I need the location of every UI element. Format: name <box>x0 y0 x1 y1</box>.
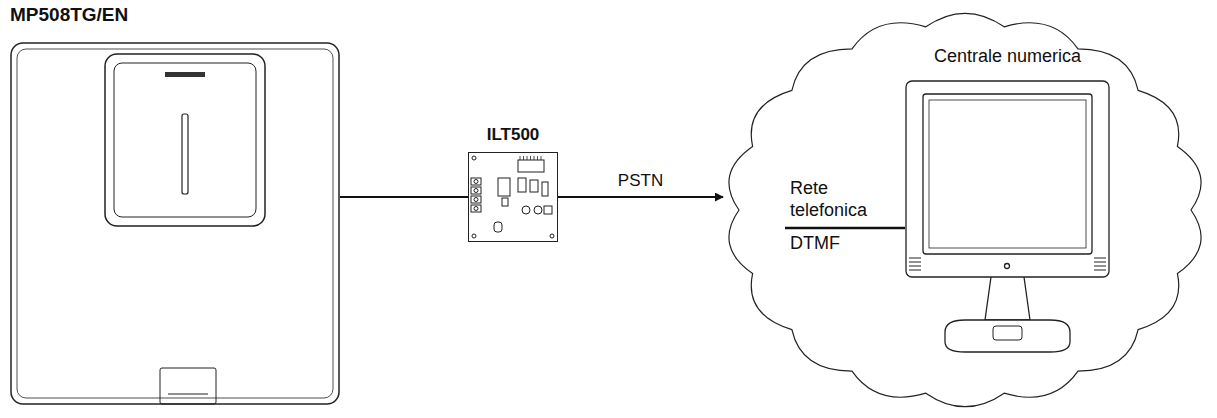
terminal-screw <box>474 198 478 202</box>
speaker-grille <box>1094 266 1106 267</box>
illustration <box>10 42 340 405</box>
tab-line <box>168 394 208 395</box>
network-label: Rete telefonica <box>790 178 902 221</box>
terminal-pin <box>471 187 481 194</box>
board-label: ILT500 <box>448 125 578 145</box>
circuit-board <box>469 153 558 242</box>
line-wire <box>785 227 905 230</box>
power-button <box>1005 264 1010 269</box>
mount-hole <box>472 234 476 238</box>
base-plate <box>993 326 1022 340</box>
terminal-pin <box>471 196 481 203</box>
connector-line <box>340 196 468 198</box>
reader-panel <box>105 54 265 226</box>
component <box>498 178 510 196</box>
chip-leg <box>527 156 528 160</box>
line-label: PSTN <box>615 171 666 191</box>
device-panel: MP508TG/EN <box>10 42 340 405</box>
monitor-screen <box>923 94 1092 254</box>
capacitor <box>522 206 530 214</box>
component <box>502 198 508 206</box>
chip-leg <box>541 156 542 160</box>
mount-hole <box>472 156 476 160</box>
chip-leg <box>530 156 531 160</box>
terminal-screw <box>474 207 478 211</box>
exchange-label: Centrale numerica <box>885 46 1130 68</box>
text-holder: ILT500 <box>448 125 578 145</box>
component <box>542 182 548 196</box>
speaker-grille <box>909 258 921 259</box>
chip-leg <box>534 156 535 160</box>
terminal-screw <box>474 189 478 193</box>
component <box>518 178 526 192</box>
speaker-grille <box>1094 258 1106 259</box>
brand-mark <box>165 72 205 77</box>
bottom-tab <box>160 368 216 404</box>
capacitor <box>534 206 542 214</box>
connector-line <box>558 196 723 198</box>
reader-inner <box>114 63 256 217</box>
device-label: MP508TG/EN <box>10 4 210 27</box>
text-holder: Centrale numerica <box>885 46 1130 68</box>
chip-leg <box>520 156 521 160</box>
text-holder: Rete telefonica <box>790 178 902 221</box>
text-holder: MP508TG/EN <box>10 4 210 27</box>
ic-chip <box>518 160 544 172</box>
monitor-bezel <box>906 81 1109 277</box>
chip-leg <box>537 156 538 160</box>
chip-leg <box>523 156 524 160</box>
exchange-monitor: Centrale numerica <box>905 80 1110 400</box>
screen-inner <box>929 100 1086 248</box>
component <box>530 180 538 192</box>
device-bezel <box>17 49 333 398</box>
component <box>544 206 552 214</box>
network-cloud <box>729 13 1201 406</box>
interface-board: ILT500 <box>468 152 558 242</box>
speaker-grille <box>909 262 921 263</box>
network-cloud: Rete telefonicaDTMFCentrale numerica <box>720 8 1210 412</box>
mount-hole <box>550 234 554 238</box>
speaker-grille <box>1094 262 1106 263</box>
signal-label: DTMF <box>790 233 902 255</box>
card-slot <box>182 114 188 194</box>
speaker-grille <box>1094 270 1106 271</box>
monitor-neck <box>985 277 1030 320</box>
speaker-grille <box>909 270 921 271</box>
text-holder: DTMF <box>790 233 902 255</box>
terminal-pin <box>471 205 481 212</box>
monitor-base <box>945 320 1070 352</box>
illustration <box>468 152 558 242</box>
terminal-screw <box>474 180 478 184</box>
terminal-pin <box>471 178 481 185</box>
device-housing <box>11 43 339 404</box>
speaker-grille <box>909 266 921 267</box>
component <box>494 222 502 232</box>
illustration <box>905 80 1110 400</box>
